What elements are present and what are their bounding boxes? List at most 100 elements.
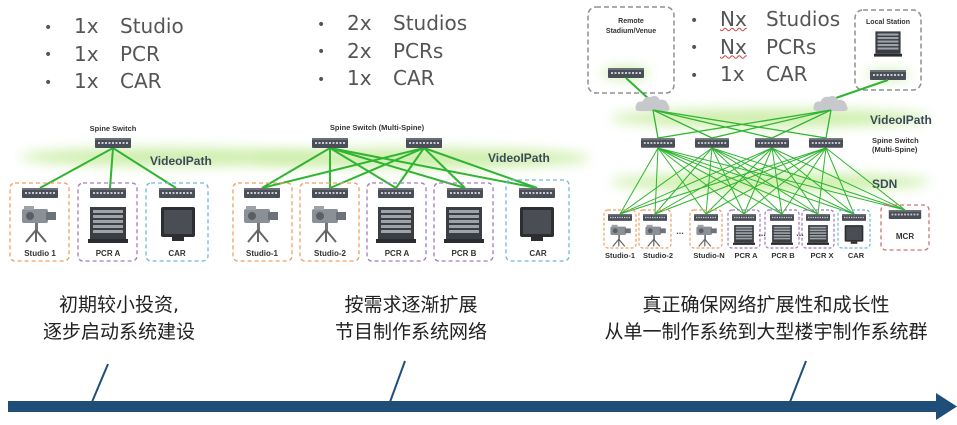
room-label: PCR B <box>452 249 477 258</box>
remote-venue-label: Stadium/Venue <box>606 28 656 35</box>
spine-switch-label: Spine Switch <box>872 136 919 145</box>
room-label: Studio-1 <box>246 249 279 258</box>
network-switch-icon <box>870 70 906 80</box>
bullet-label: CAR <box>120 69 162 93</box>
car-room-box <box>837 209 871 249</box>
camera-icon <box>695 224 718 247</box>
room-label: Studio-1 <box>605 251 635 260</box>
network-switch-icon <box>159 188 195 198</box>
room-label: PCR X <box>811 251 834 260</box>
room-label: PCR B <box>771 251 795 260</box>
timeline-bar <box>8 401 938 412</box>
camera-icon <box>21 205 57 243</box>
cloud-icon <box>813 95 848 112</box>
local-station-box <box>854 9 922 91</box>
stage3-mesh-links <box>619 147 906 215</box>
timeline <box>8 360 957 420</box>
network-switch-icon <box>732 214 756 221</box>
ellipsis-label: ... <box>758 228 766 238</box>
studio-room-box <box>232 182 293 262</box>
caption-line: 节目制作系统网络 <box>334 321 487 343</box>
stage1-links <box>39 147 177 189</box>
stage3-uplinks <box>652 109 832 139</box>
bullet-dot-icon: • <box>44 74 53 91</box>
network-switch-icon <box>519 188 555 198</box>
network-switch-icon <box>312 138 348 148</box>
caption-line: 按需求逐渐扩展 <box>344 294 478 316</box>
room-label: PCR A <box>385 249 410 258</box>
camera-icon <box>609 224 632 247</box>
remote-venue-label: Remote <box>618 18 644 25</box>
stage3-caption: 真正确保网络扩展性和成长性 从单一制作系统到大型楼宇制作系统群 <box>580 292 952 346</box>
room-label: Studio 1 <box>24 249 56 258</box>
stage2-diagram: Spine Switch (Multi-Spine) VideoIPath St… <box>232 123 590 262</box>
bullet-count: 2x <box>347 38 372 63</box>
bullet-count: 1x <box>720 62 745 86</box>
pcr-room-box <box>77 182 138 262</box>
pcr-room-box <box>366 182 427 262</box>
room-label: Studio-2 <box>643 251 673 260</box>
network-switch-icon <box>608 68 644 78</box>
room-label: PCR A <box>96 249 121 258</box>
stage-pointer <box>389 360 406 403</box>
bullet-label: PCRs <box>766 34 817 59</box>
network-switch-icon <box>406 138 442 148</box>
stage2-links <box>261 147 538 189</box>
network-switch-icon <box>641 138 675 148</box>
sdn-label: SDN <box>872 177 897 191</box>
bullet-label: PCRs <box>393 38 444 63</box>
pcr-room-box <box>801 209 835 249</box>
bullet-count: 2x <box>347 11 372 35</box>
monitor-icon <box>520 207 554 241</box>
bullet-count: 1x <box>347 66 372 90</box>
caption-line: 初期较小投资, <box>58 294 180 316</box>
network-switch-icon <box>378 188 414 198</box>
caption-line: 从单一制作系统到大型楼宇制作系统群 <box>604 321 928 343</box>
network-switch-icon <box>643 214 667 221</box>
remote-venue-box <box>587 6 675 94</box>
room-label: CAR <box>168 249 186 258</box>
ellipsis-label: ... <box>796 228 804 238</box>
bullet-count: 1x <box>74 41 99 66</box>
network-switch-icon <box>244 188 280 198</box>
server-rack-icon <box>874 31 902 57</box>
studio-room-box <box>9 182 70 262</box>
stage-pointer <box>789 360 807 403</box>
network-switch-icon <box>90 188 126 198</box>
room-label: CAR <box>848 251 865 260</box>
bullet-label: Studios <box>766 7 841 31</box>
pcr-room-box <box>764 209 800 249</box>
camera-icon <box>644 224 667 247</box>
bullet-dot-icon: • <box>317 16 326 33</box>
bullet-item: • 2x Studios <box>317 10 467 38</box>
bullet-count: Nx <box>720 34 747 59</box>
network-switch-icon <box>842 214 866 221</box>
bullet-dot-icon: • <box>44 19 53 36</box>
bullet-dot-icon: • <box>690 12 699 29</box>
caption-line: 真正确保网络扩展性和成长性 <box>642 294 890 316</box>
room-label: MCR <box>896 232 914 241</box>
network-switch-icon <box>755 138 789 148</box>
videoipath-glow <box>20 148 320 166</box>
pcr-room-box <box>433 182 494 262</box>
stage-pointer <box>91 363 109 403</box>
bullet-label: Studios <box>393 11 468 35</box>
server-rack-icon <box>444 207 484 243</box>
studio-room-box <box>638 209 672 249</box>
monitor-icon <box>161 207 195 241</box>
network-switch-icon <box>770 214 794 221</box>
car-room-box <box>145 182 209 262</box>
bullet-label: CAR <box>766 62 808 86</box>
network-switch-icon <box>312 188 348 198</box>
server-rack-icon <box>88 207 128 243</box>
timeline-arrowhead <box>936 393 957 420</box>
server-rack-icon <box>771 225 793 245</box>
cloud-icon <box>635 95 670 112</box>
videoipath-glow <box>610 109 930 127</box>
